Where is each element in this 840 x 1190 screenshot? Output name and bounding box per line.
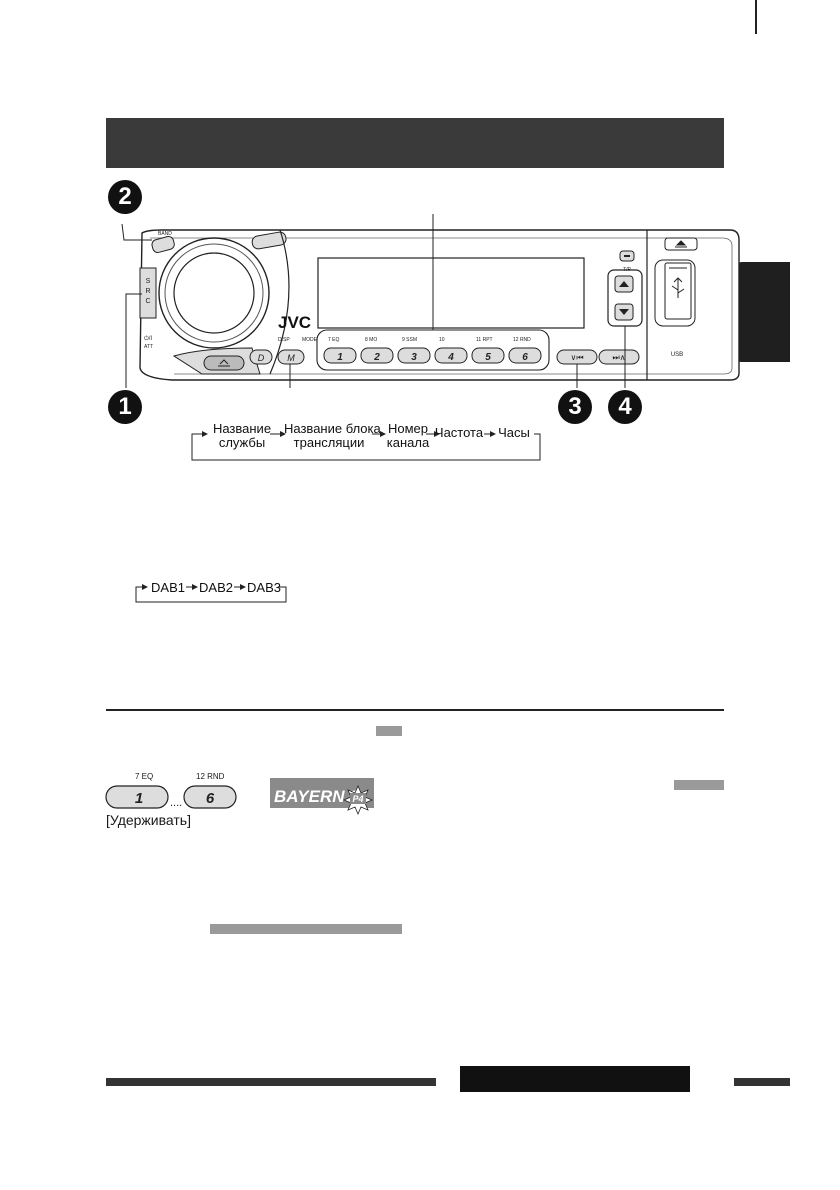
band-label: BAND	[158, 231, 172, 237]
preset-number-5: 5	[485, 352, 491, 363]
preset-top-label-5: 11 RPT	[476, 337, 493, 343]
callout-2: 2	[108, 180, 142, 214]
flow-item-frequency: Частота	[434, 425, 484, 440]
svg-text:DISP: DISP	[278, 337, 290, 343]
gray-mark-1	[376, 726, 402, 736]
lcd-example: BAYERN 2 P4	[270, 778, 374, 816]
jvc-logo: JVC	[278, 313, 311, 332]
top-rule	[755, 0, 757, 34]
preset-number-3: 3	[411, 352, 417, 363]
preset-number-1: 1	[337, 352, 343, 363]
preset-top-label-4: 10	[439, 337, 445, 343]
svg-text:R: R	[145, 288, 150, 295]
preset-keys-illustration: 1 6 ....	[105, 785, 237, 809]
preset-button-6	[508, 347, 542, 364]
preset-button-1	[323, 347, 357, 364]
svg-text:S: S	[146, 278, 151, 285]
preset-button-2	[360, 347, 394, 364]
preset-dots: ....	[170, 797, 182, 809]
svg-text:∨⏮: ∨⏮	[570, 353, 583, 362]
preset-top-label-1: 7 EQ	[328, 337, 340, 343]
dab-item-2: DAB2	[199, 580, 233, 595]
section-title-bar	[106, 118, 724, 168]
dab-flow-frame	[135, 584, 287, 603]
flow-item-service-name: Название службы	[212, 421, 272, 450]
svg-text:ATT: ATT	[144, 344, 153, 350]
dab-item-3: DAB3	[247, 580, 281, 595]
flow-item-ensemble-name: Название блока трансляции	[284, 421, 381, 450]
radio-faceplate-illustration: USB S R C ⏻/I ATT BAND JVC DISP MODE D M…	[121, 214, 740, 388]
svg-text:C: C	[145, 298, 150, 305]
section-rule	[106, 709, 724, 711]
bottom-bar-left	[106, 1078, 436, 1086]
preset-number-4: 4	[447, 352, 454, 363]
callout-4: 4	[608, 390, 642, 424]
preset-button-3	[397, 347, 431, 364]
language-tab	[732, 262, 790, 362]
lcd-station-name: BAYERN 2	[274, 787, 359, 806]
preset-key-1: 1	[135, 790, 143, 807]
svg-text:D: D	[258, 353, 265, 363]
dab-item-1: DAB1	[151, 580, 185, 595]
svg-text:⏻/I: ⏻/I	[144, 335, 152, 342]
preset-label-7eq: 7 EQ	[135, 772, 154, 781]
preset-number-6: 6	[522, 352, 528, 363]
svg-text:⏭∧: ⏭∧	[612, 353, 625, 362]
usb-label: USB	[671, 352, 683, 358]
preset-number-2: 2	[373, 352, 380, 363]
svg-text:M: M	[287, 353, 295, 363]
bottom-bar-center	[460, 1066, 690, 1092]
flow-item-channel-number: Номер канала	[386, 421, 430, 450]
bottom-bar-right	[734, 1078, 790, 1086]
callout-1: 1	[108, 390, 142, 424]
svg-text:MODE: MODE	[302, 337, 318, 343]
display-flow-frame	[191, 431, 541, 461]
preset-key-6: 6	[206, 790, 215, 807]
lcd-preset-badge: P4	[352, 794, 363, 804]
preset-button-5	[471, 347, 505, 364]
preset-top-label-6: 12 RND	[513, 337, 531, 343]
gray-mark-2	[674, 780, 724, 790]
gray-mark-3	[210, 924, 402, 934]
callout-3: 3	[558, 390, 592, 424]
preset-top-label-2: 8 MO	[365, 337, 377, 343]
preset-top-label-3: 9 SSM	[402, 337, 417, 343]
preset-button-4	[434, 347, 468, 364]
preset-label-12rnd: 12 RND	[196, 772, 225, 781]
hold-instruction: [Удерживать]	[106, 812, 191, 828]
flow-item-clock: Часы	[498, 425, 530, 440]
